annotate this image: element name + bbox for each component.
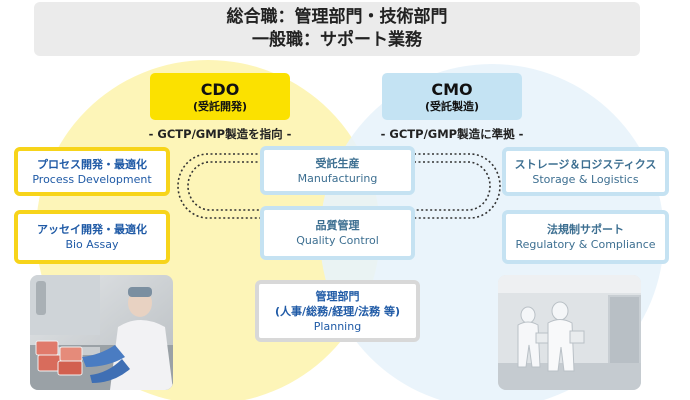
quality-control-box: 品質管理 Quality Control [260,206,415,260]
cmo-title: CMO [431,80,473,99]
cleanroom-workers-photo [498,275,641,390]
cdo-note: - GCTP/GMP製造を指向 - [148,127,292,141]
header-line-1: 総合職：管理部門・技術部門 [226,7,448,27]
storage-logistics-box: ストレージ＆ロジスティクス Storage & Logistics [502,147,669,196]
cmo-note: - GCTP/GMP製造に準拠 - [380,127,524,141]
cmo-tag: CMO (受託製造) [382,73,522,120]
box-en-label: Manufacturing [297,171,378,185]
box-en-label: Bio Assay [65,238,119,251]
planning-jp-detail: (人事/総務/経理/法務 等) [275,304,400,318]
header-banner: 総合職：管理部門・技術部門 一般職：サポート業務 [34,2,640,56]
box-jp-label: プロセス開発・最適化 [37,157,147,171]
box-jp-label: アッセイ開発・最適化 [37,223,147,236]
box-en-label: Process Development [32,172,152,186]
box-jp-label: 受託生産 [315,156,360,170]
box-en-label: Storage & Logistics [532,172,639,186]
cdo-title: CDO [200,80,240,99]
planning-jp-title: 管理部門 [315,289,360,303]
box-en-label: Regulatory & Compliance [515,238,656,251]
planning-box: 管理部門 (人事/総務/経理/法務 等) Planning [255,280,420,342]
left-connector-inner [187,161,262,211]
cdo-tag: CDO (受託開発) [150,73,290,120]
box-jp-label: 品質管理 [315,219,360,232]
process-development-box: プロセス開発・最適化 Process Development [14,147,170,196]
planning-en-label: Planning [313,319,362,333]
cdo-subtitle: (受託開発) [192,100,248,113]
bio-assay-box: アッセイ開発・最適化 Bio Assay [14,210,170,264]
box-jp-label: ストレージ＆ロジスティクス [514,157,657,171]
box-jp-label: 法規制サポート [547,223,624,236]
right-connector-outer [414,153,501,219]
regulatory-compliance-box: 法規制サポート Regulatory & Compliance [502,210,669,264]
box-en-label: Quality Control [296,234,379,247]
left-connector-outer [177,153,262,219]
cmo-subtitle: (受託製造) [424,100,480,113]
manufacturing-box: 受託生産 Manufacturing [260,146,415,195]
laboratory-worker-photo [30,275,173,390]
header-line-2: 一般職：サポート業務 [252,30,422,50]
